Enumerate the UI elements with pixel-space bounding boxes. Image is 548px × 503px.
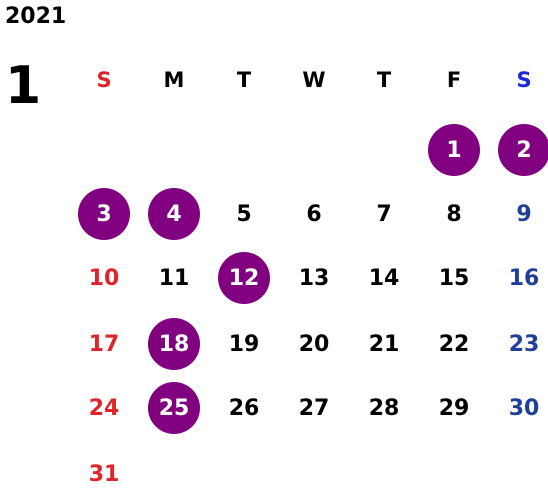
weekday-header: S: [96, 68, 112, 92]
day-cell[interactable]: 21: [368, 331, 400, 357]
weekday-header: T: [376, 68, 392, 92]
day-cell[interactable]: 12: [218, 252, 270, 304]
day-cell[interactable]: 18: [148, 318, 200, 370]
day-cell[interactable]: 4: [148, 188, 200, 240]
weekday-header: T: [236, 68, 252, 92]
weekday-header: M: [163, 68, 185, 92]
day-cell[interactable]: 20: [298, 331, 330, 357]
day-cell[interactable]: 10: [88, 265, 120, 291]
day-cell[interactable]: 27: [298, 395, 330, 421]
week-row: 31: [68, 52, 548, 487]
day-cell[interactable]: 7: [376, 201, 392, 227]
day-cell[interactable]: 8: [446, 201, 462, 227]
day-cell[interactable]: 22: [438, 331, 470, 357]
day-cell[interactable]: 14: [368, 265, 400, 291]
weekday-header: F: [446, 68, 462, 92]
day-cell[interactable]: 17: [88, 331, 120, 357]
day-cell[interactable]: 11: [158, 265, 190, 291]
day-cell[interactable]: 28: [368, 395, 400, 421]
day-cell[interactable]: 3: [78, 188, 130, 240]
weekday-header: W: [302, 68, 326, 92]
day-cell[interactable]: 9: [516, 201, 532, 227]
day-cell[interactable]: 5: [236, 201, 252, 227]
day-cell[interactable]: 1: [428, 124, 480, 176]
day-cell[interactable]: 25: [148, 382, 200, 434]
day-cell[interactable]: 30: [508, 395, 540, 421]
day-cell[interactable]: 13: [298, 265, 330, 291]
day-cell[interactable]: 29: [438, 395, 470, 421]
month-label: 1: [5, 56, 42, 116]
day-cell[interactable]: 2: [498, 124, 548, 176]
day-cell[interactable]: 15: [438, 265, 470, 291]
day-cell[interactable]: 24: [88, 395, 120, 421]
day-cell[interactable]: 6: [306, 201, 322, 227]
day-cell[interactable]: 26: [228, 395, 260, 421]
day-cell[interactable]: 19: [228, 331, 260, 357]
day-cell[interactable]: 16: [508, 265, 540, 291]
year-label: 2021: [5, 4, 67, 29]
weekday-header: S: [516, 68, 532, 92]
day-cell[interactable]: 31: [88, 461, 120, 487]
day-cell[interactable]: 23: [508, 331, 540, 357]
